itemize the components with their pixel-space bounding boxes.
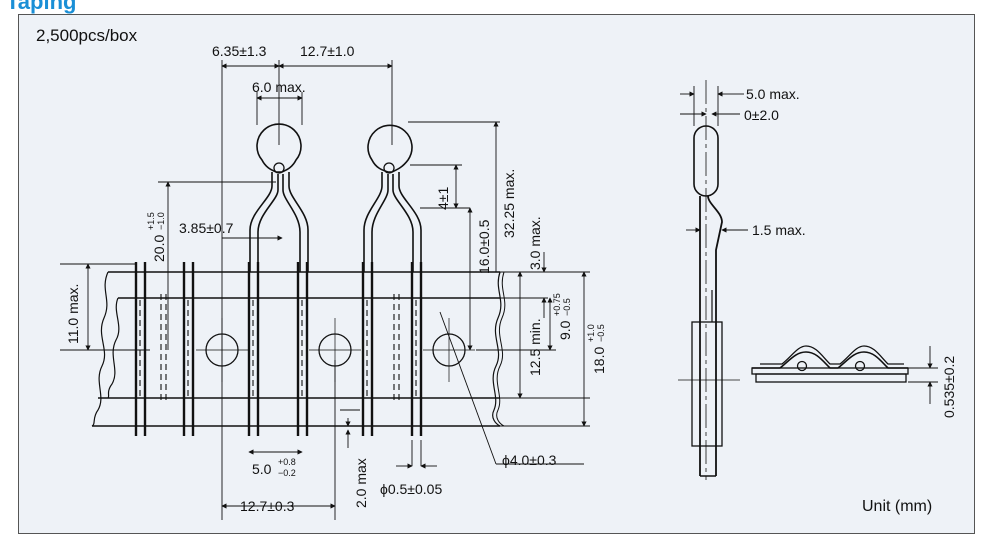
dim-lead-5-tol-dn: −0.2 <box>278 468 296 478</box>
side-view <box>678 80 748 480</box>
dim-lead-dia: ϕ0.5±0.05 <box>380 481 442 497</box>
dim-18-0-tol-dn: −0.5 <box>596 324 606 342</box>
component-leads <box>134 262 423 436</box>
hidden-lead-lines <box>139 294 417 402</box>
dim-pitch-12-7: 12.7±0.3 <box>240 498 295 514</box>
dim-9-0-tol-up: +0.75 <box>552 293 562 316</box>
dim-11-0: 11.0 max. <box>65 284 81 344</box>
section-heading: Taping <box>6 0 77 14</box>
dim-height-20: 20.0 <box>151 235 167 262</box>
dim-tape-thick: 0.535±0.2 <box>941 356 957 418</box>
dim-side-offset: 0±2.0 <box>744 107 779 123</box>
tape-cross-section <box>751 345 938 404</box>
dim-lead-5-tol-up: +0.8 <box>278 457 296 467</box>
tape-front-view <box>91 271 506 427</box>
quantity-label: 2,500pcs/box <box>36 26 138 45</box>
dim-9-0: 9.0 <box>557 320 573 340</box>
dim-lead-5: 5.0 <box>252 461 272 477</box>
component-2 <box>363 124 422 272</box>
unit-label: Unit (mm) <box>862 498 933 515</box>
dim-height-20-tol-up: +1.5 <box>146 212 156 230</box>
taping-diagram-panel <box>18 14 975 534</box>
front-dimension-lines <box>60 60 590 520</box>
dim-32-25: 32.25 max. <box>501 169 517 238</box>
dim-pitch-b: 12.7±1.0 <box>300 43 355 59</box>
dim-side-body: 5.0 max. <box>746 86 800 102</box>
dim-18-0: 18.0 <box>591 347 607 374</box>
dim-pitch-a: 6.35±1.3 <box>212 43 267 59</box>
component-1 <box>249 123 309 272</box>
dim-16: 16.0±0.5 <box>476 219 492 274</box>
dim-tilt: 2.0 max <box>353 458 369 508</box>
dim-9-0-tol-dn: −0.5 <box>562 298 572 316</box>
dim-body-width: 6.0 max. <box>252 79 306 95</box>
dim-3-0: 3.0 max. <box>527 216 543 270</box>
dim-lead-spacing: 3.85±0.7 <box>179 220 234 236</box>
dim-height-20-tol-dn: −1.0 <box>156 212 166 230</box>
dim-18-0-tol-up: +1.0 <box>586 324 596 342</box>
dim-kink: 4±1 <box>435 187 451 210</box>
dim-12-5: 12.5 min. <box>527 318 543 376</box>
dim-hole: ϕ4.0±0.3 <box>502 452 557 468</box>
dim-side-lead: 1.5 max. <box>752 222 806 238</box>
